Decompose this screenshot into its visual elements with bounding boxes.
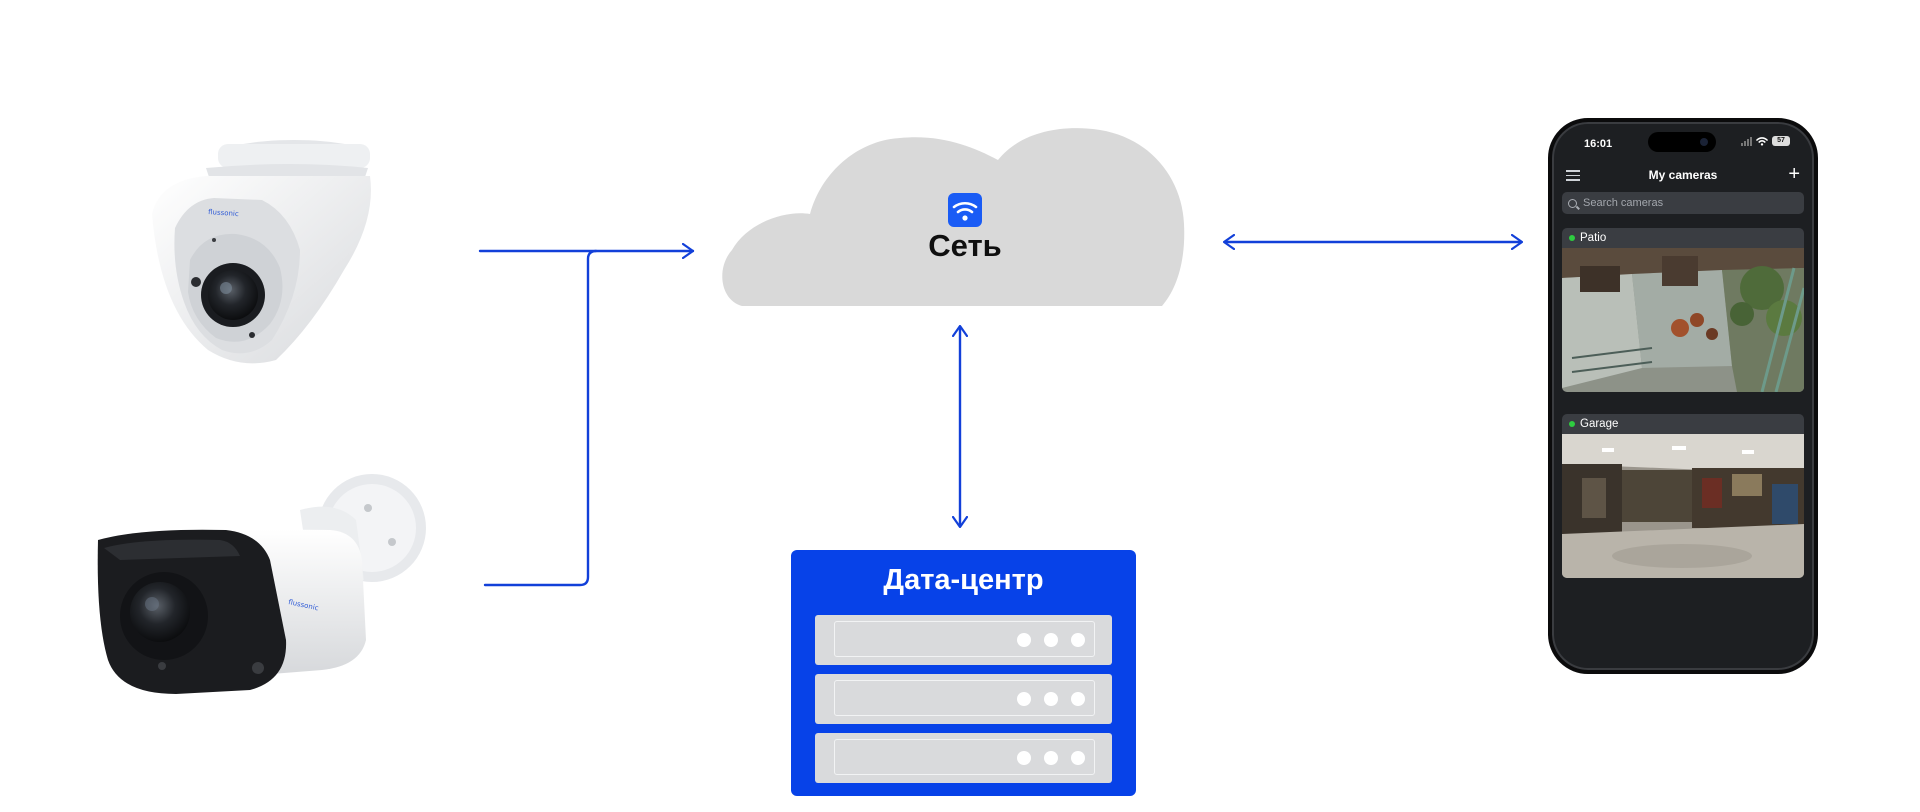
datacenter-title: Дата-центр <box>883 564 1044 596</box>
search-input[interactable] <box>1583 197 1783 209</box>
camera-card-label: Patio <box>1562 228 1804 248</box>
rack-led <box>1017 692 1031 706</box>
rack-led <box>1044 633 1058 647</box>
search-box[interactable] <box>1562 192 1804 214</box>
svg-text:flussonic: flussonic <box>208 208 239 218</box>
server-rack-icon <box>815 733 1112 783</box>
battery-icon: 57 <box>1772 136 1790 146</box>
rack-led <box>1071 692 1085 706</box>
status-icons: 57 <box>1741 136 1790 146</box>
rack-led <box>1071 633 1085 647</box>
camera-card-label: Garage <box>1562 414 1804 434</box>
app-header: My cameras + <box>1552 160 1814 190</box>
camera-name: Patio <box>1580 232 1607 244</box>
camera-preview-garage <box>1562 434 1804 578</box>
rack-led <box>1044 751 1058 765</box>
app-title: My cameras <box>1648 168 1718 182</box>
rack-led <box>1017 633 1031 647</box>
rack-led <box>1017 751 1031 765</box>
status-time: 16:01 <box>1584 138 1613 150</box>
online-status-dot <box>1569 235 1575 241</box>
search-icon <box>1568 198 1577 208</box>
network-label: Сеть <box>928 228 1002 263</box>
camera-card-patio[interactable]: Patio <box>1562 228 1804 392</box>
datacenter-block: Дата-центр <box>791 550 1136 796</box>
hamburger-menu-icon[interactable] <box>1566 170 1580 181</box>
dynamic-island <box>1648 132 1716 152</box>
server-rack-icon <box>815 674 1112 724</box>
rack-led <box>1071 751 1085 765</box>
camera-connector <box>478 251 695 587</box>
smartphone: 16:01 57 My cameras + Patio <box>1548 118 1818 674</box>
bullet-camera: flussonic <box>97 474 426 694</box>
online-status-dot <box>1569 421 1575 427</box>
signal-icon <box>1741 136 1752 146</box>
plus-icon[interactable]: + <box>1788 163 1800 185</box>
camera-card-garage[interactable]: Garage <box>1562 414 1804 578</box>
dome-camera: flussonic <box>152 140 371 364</box>
server-rack-icon <box>815 615 1112 665</box>
camera-preview-patio <box>1562 248 1804 392</box>
wifi-icon <box>948 193 982 227</box>
rack-led <box>1044 692 1058 706</box>
camera-name: Garage <box>1580 418 1619 430</box>
wifi-status-icon <box>1756 137 1768 146</box>
